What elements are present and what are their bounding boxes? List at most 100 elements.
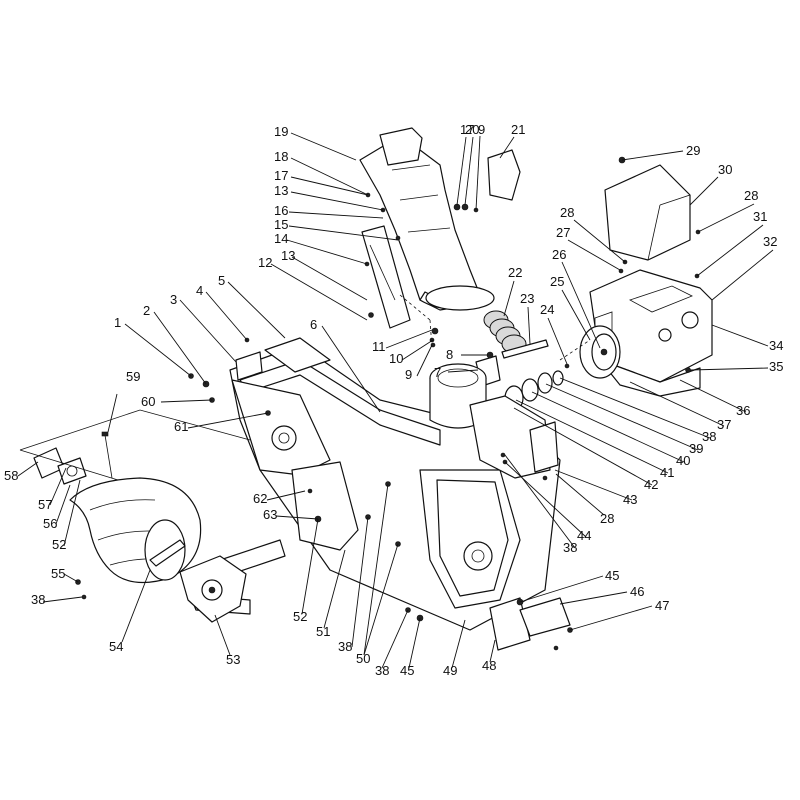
callout-15: 15 <box>274 217 288 232</box>
leader-line <box>42 596 83 603</box>
callout-9b: 9 <box>478 122 485 137</box>
callout-48: 48 <box>482 658 496 673</box>
callout-3: 3 <box>170 292 177 307</box>
leader-line <box>179 299 237 363</box>
leader-line <box>63 573 79 583</box>
leader-line <box>205 291 248 341</box>
callout-35: 35 <box>769 359 783 374</box>
callout-6: 6 <box>310 317 317 332</box>
impeller-opening <box>429 363 487 429</box>
callout-60: 60 <box>141 394 155 409</box>
gearbox <box>179 555 247 623</box>
callout-45b: 45 <box>400 663 414 678</box>
leader-line <box>214 614 231 656</box>
leader-line <box>63 479 81 547</box>
leader-line <box>447 369 479 373</box>
callout-56: 56 <box>43 516 57 531</box>
callout-47: 47 <box>655 598 669 613</box>
callout-39: 39 <box>689 441 703 456</box>
callout-2: 2 <box>143 303 150 318</box>
leader-line <box>153 311 207 385</box>
leader-line <box>504 461 587 538</box>
leader-line <box>275 515 319 520</box>
callout-9a: 9 <box>405 367 412 382</box>
leader-line <box>187 412 269 429</box>
callout-43: 43 <box>623 492 637 507</box>
engine-cover <box>604 164 691 261</box>
leader-line <box>569 605 653 631</box>
leader-line <box>696 224 764 277</box>
leader-line <box>554 469 633 501</box>
leader-line <box>363 483 389 656</box>
callout-1: 1 <box>114 315 121 330</box>
leader-line <box>227 281 286 339</box>
leader-line <box>573 219 626 263</box>
callout-28a: 28 <box>560 205 574 220</box>
leader-line <box>124 323 192 377</box>
lower-shoe <box>291 461 359 551</box>
callout-38d: 38 <box>375 663 389 678</box>
leader-line <box>547 317 568 365</box>
callout-28c: 28 <box>744 188 758 203</box>
leader-line <box>385 329 433 349</box>
callout-14: 14 <box>274 231 288 246</box>
leader-line <box>489 639 496 663</box>
leader-line <box>55 484 71 525</box>
callout-5: 5 <box>218 273 225 288</box>
callout-41: 41 <box>660 465 674 480</box>
leader-line <box>561 261 601 349</box>
leader-line <box>464 136 474 206</box>
leader-line <box>456 136 467 206</box>
callout-38a: 38 <box>702 429 716 444</box>
bearing-plates <box>33 447 87 485</box>
leader-line <box>323 549 346 629</box>
callout-4: 4 <box>196 283 203 298</box>
callout-34: 34 <box>769 338 783 353</box>
leader-line <box>363 543 399 656</box>
callout-26: 26 <box>552 247 566 262</box>
deflector-plate <box>487 149 521 201</box>
leader-line <box>416 344 433 377</box>
leader-line <box>559 377 711 439</box>
callout-7: 7 <box>434 365 441 380</box>
leader-line <box>266 490 306 501</box>
callout-63: 63 <box>263 507 277 522</box>
discharge-chute <box>359 127 495 311</box>
callout-12: 12 <box>258 255 272 270</box>
leader-line <box>499 136 515 159</box>
leader-line <box>527 306 531 345</box>
leader-line <box>121 569 151 643</box>
shaft <box>501 339 549 359</box>
leader-line <box>288 225 399 241</box>
leader-line <box>621 150 684 161</box>
leader-line <box>286 239 368 265</box>
callout-50: 50 <box>356 651 370 666</box>
callout-27: 27 <box>556 225 570 240</box>
callout-61: 61 <box>174 419 188 434</box>
callout-17b: 17 <box>274 168 288 183</box>
leader-line <box>408 617 421 669</box>
leader-lines <box>17 132 774 669</box>
leader-line <box>290 157 369 196</box>
leader-line <box>301 518 319 615</box>
callout-52a: 52 <box>52 537 66 552</box>
leader-line <box>401 339 434 361</box>
auger-housing <box>229 344 561 631</box>
callout-54: 54 <box>109 639 123 654</box>
callout-labels: 1 2 3 4 5 6 7 8 9 9 10 11 12 13 13 14 15… <box>4 122 783 678</box>
leader-line <box>290 176 369 196</box>
callout-20: 20 <box>465 122 479 137</box>
leader-line <box>555 473 605 516</box>
callout-23: 23 <box>520 291 534 306</box>
callout-52b: 52 <box>293 609 307 624</box>
leader-line <box>567 239 621 271</box>
top-plate <box>264 337 331 373</box>
callout-29: 29 <box>686 143 700 158</box>
leader-line <box>559 591 628 605</box>
leader-line <box>711 249 774 301</box>
scraper-bar <box>489 597 571 651</box>
callout-16: 16 <box>274 203 288 218</box>
leader-line <box>291 256 368 301</box>
callout-10: 10 <box>389 351 403 366</box>
